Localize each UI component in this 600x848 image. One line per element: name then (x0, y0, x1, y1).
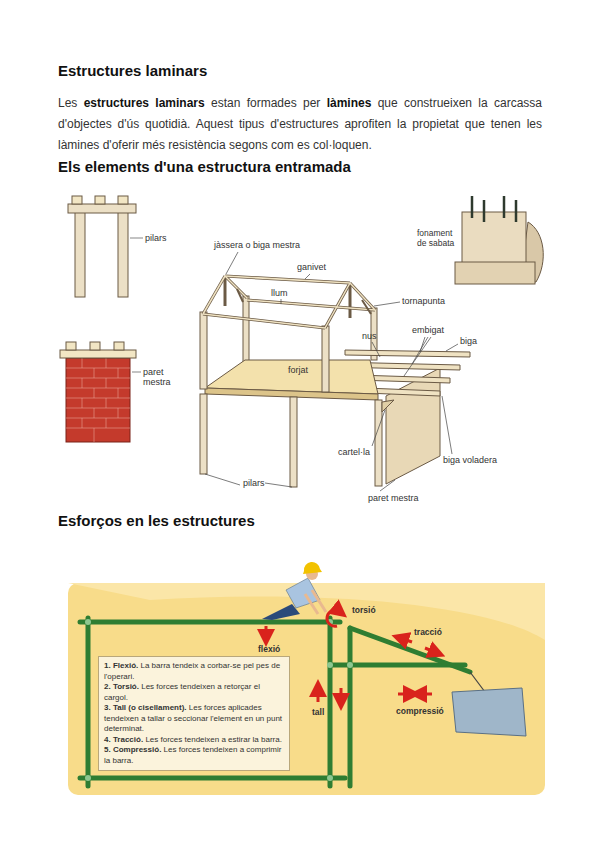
part-label: embigat (412, 325, 444, 335)
part-label: biga voladera (443, 455, 497, 465)
part-label: pilars (145, 233, 167, 243)
leader-lines (205, 252, 458, 491)
part-label: tracció (414, 628, 442, 638)
pillars-figure (60, 196, 140, 297)
section-heading: Estructures laminars (58, 62, 207, 79)
list-item: 2. Torsió. Les forces tendeixen a retorç… (104, 682, 284, 703)
part-label: nus (362, 331, 377, 341)
list-item: 5. Compressió. Les forces tendeixen a co… (104, 745, 284, 766)
part-label: biga (460, 336, 477, 346)
section-heading: Esforços en les estructures (58, 512, 255, 529)
body-text: Les (58, 96, 77, 110)
part-label: ganivet (297, 262, 326, 272)
footing-figure (455, 196, 543, 284)
body-text: estan formades per (211, 96, 320, 110)
item-title: 5. Compressió. (104, 745, 161, 754)
part-label: forjat (288, 365, 308, 375)
part-label: compressió (396, 707, 444, 717)
part-label: llum (271, 288, 288, 298)
item-title: 3. Tall (o cisellament). (104, 703, 187, 712)
list-item: 1. Flexió. La barra tendeix a corbar-se … (104, 661, 284, 682)
part-label: fonament de sabata (417, 229, 461, 249)
section-heading: Els elements d'una estructura entramada (58, 158, 351, 175)
part-label: tornapunta (402, 296, 445, 306)
part-label: paret mestra (368, 493, 419, 503)
part-label: flexió (258, 645, 280, 655)
item-title: 1. Flexió. (104, 661, 138, 670)
paragraph: Les estructures laminars estan formades … (58, 93, 542, 156)
brick-wall-figure (60, 342, 136, 442)
part-label: torsió (352, 606, 376, 616)
part-label: jàssera o biga mestra (214, 240, 300, 250)
bold-term: làmines (327, 96, 372, 110)
list-item: 3. Tall (o cisellament). Les forces apli… (104, 703, 284, 735)
item-text: Les forces tendeixen a estirar la barra. (145, 735, 282, 744)
item-title: 4. Tracció. (104, 735, 143, 744)
legend-box: 1. Flexió. La barra tendeix a corbar-se … (98, 656, 290, 771)
bold-term: estructures laminars (84, 96, 205, 110)
part-label: tall (312, 708, 324, 718)
item-title: 2. Torsió. (104, 682, 139, 691)
part-label: pilars (243, 478, 265, 488)
framed-structure (200, 276, 470, 487)
forces-figure (68, 562, 545, 795)
part-label: paret mestra (143, 367, 177, 388)
part-label: cartel·la (338, 447, 370, 457)
list-item: 4. Tracció. Les forces tendeixen a estir… (104, 735, 284, 746)
